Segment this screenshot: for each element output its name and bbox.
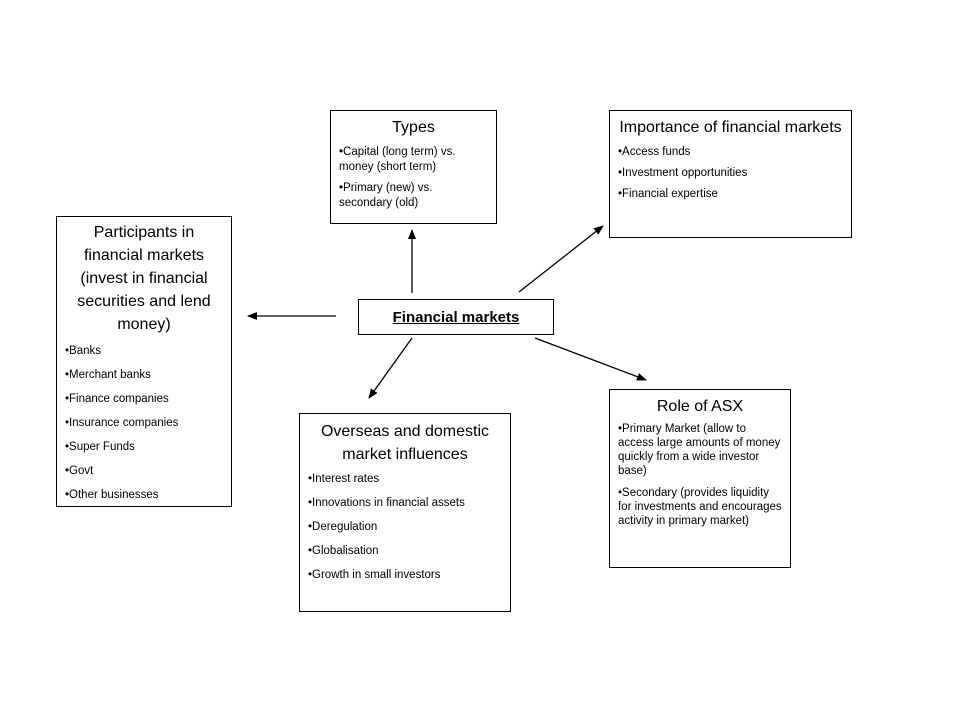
asx-title: Role of ASX	[656, 398, 744, 415]
participants-item: Merchant banks	[65, 368, 223, 382]
participants-item: Super Funds	[65, 440, 223, 454]
types-item: Capital (long term) vs. money (short ter…	[339, 145, 488, 175]
arrow-to-overseas	[368, 337, 413, 399]
participants-item: Insurance companies	[65, 416, 223, 430]
importance-item: Access funds	[618, 145, 843, 160]
asx-item: Primary Market (allow to access large am…	[618, 422, 782, 478]
importance-list: Access funds Investment opportunities Fi…	[618, 145, 843, 202]
importance-node: Importance of financial markets Access f…	[609, 110, 852, 238]
participants-item: Finance companies	[65, 392, 223, 406]
participants-item: Banks	[65, 344, 223, 358]
overseas-item: Deregulation	[308, 520, 502, 534]
importance-title: Importance of financial markets	[619, 119, 842, 136]
overseas-title: Overseas and domestic market influences	[320, 423, 490, 463]
financial-markets-node: Financial markets	[358, 299, 554, 335]
arrow-to-asx	[534, 337, 647, 381]
participants-title: Participants in financial markets (inves…	[77, 224, 211, 333]
asx-role-node: Role of ASX Primary Market (allow to acc…	[609, 389, 791, 568]
overseas-influences-node: Overseas and domestic market influences …	[299, 413, 511, 612]
asx-list: Primary Market (allow to access large am…	[618, 422, 782, 528]
overseas-item: Growth in small investors	[308, 568, 502, 582]
overseas-list: Interest rates Innovations in financial …	[308, 472, 502, 582]
overseas-item: Interest rates	[308, 472, 502, 486]
importance-item: Investment opportunities	[618, 166, 843, 181]
participants-list: Banks Merchant banks Finance companies I…	[65, 344, 223, 502]
importance-item: Financial expertise	[618, 187, 843, 202]
overseas-item: Globalisation	[308, 544, 502, 558]
participants-node: Participants in financial markets (inves…	[56, 216, 232, 507]
asx-item: Secondary (provides liquidity for invest…	[618, 486, 782, 528]
participants-item: Govt	[65, 464, 223, 478]
overseas-item: Innovations in financial assets	[308, 496, 502, 510]
arrow-to-importance	[518, 225, 604, 293]
financial-markets-title: Financial markets	[392, 308, 520, 326]
types-list: Capital (long term) vs. money (short ter…	[339, 145, 488, 211]
types-title: Types	[392, 119, 435, 136]
types-node: Types Capital (long term) vs. money (sho…	[330, 110, 497, 224]
participants-item: Other businesses	[65, 488, 223, 502]
types-item: Primary (new) vs. secondary (old)	[339, 181, 488, 211]
